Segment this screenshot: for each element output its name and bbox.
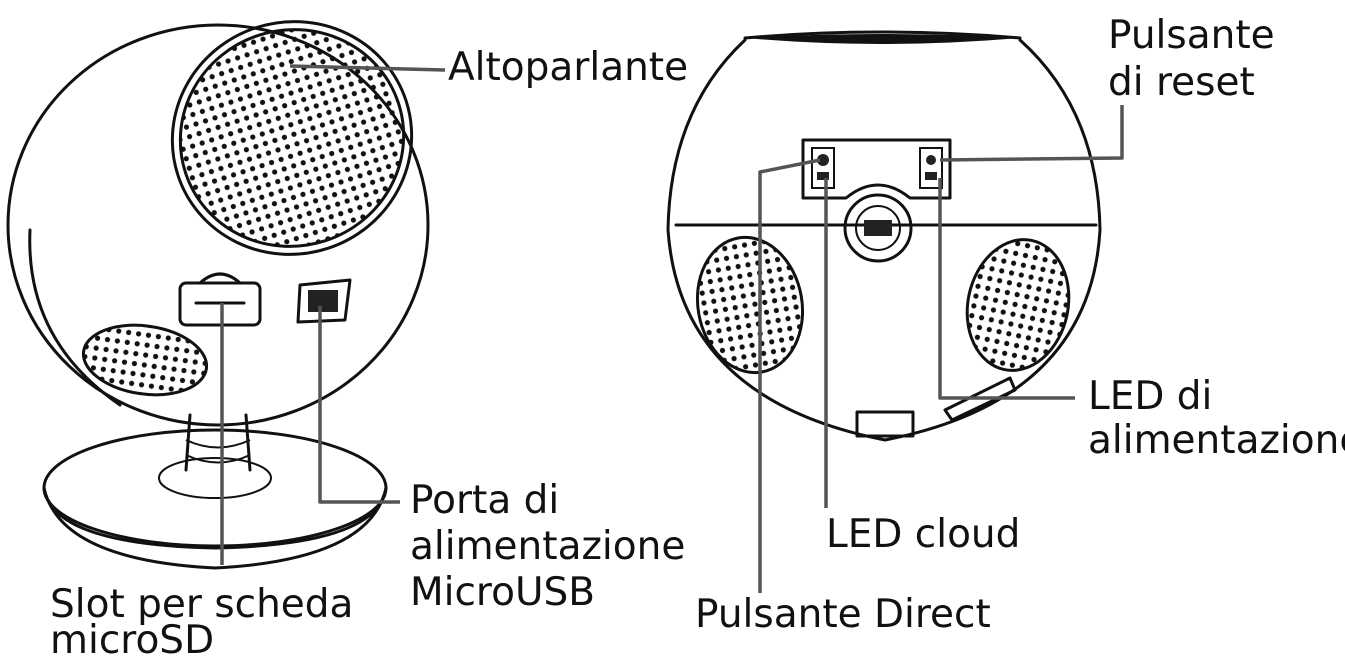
label-porta-1: Porta di [410, 478, 560, 523]
callout-direct-line [758, 158, 821, 593]
camera-front-view [6, 20, 430, 570]
rear-grille-right [965, 238, 1071, 372]
label-led-alim-1: LED di [1088, 374, 1213, 419]
label-reset-1: Pulsante [1108, 13, 1275, 58]
label-altoparlante: Altoparlante [448, 45, 689, 90]
camera-sphere [6, 23, 430, 427]
callout-reset-line [939, 105, 1124, 162]
side-grille [81, 323, 209, 397]
mount-knob [843, 193, 913, 263]
microsd-slot [178, 272, 262, 327]
label-led-cloud: LED cloud [826, 512, 1021, 557]
camera-base [42, 428, 388, 570]
label-slot-microsd-2: microSD [50, 618, 215, 663]
label-pulsante-direct: Pulsante Direct [695, 592, 991, 637]
label-porta-3: MicroUSB [410, 570, 596, 615]
bottom-tab [855, 410, 915, 438]
microusb-port [296, 278, 352, 324]
callout-altoparlante-line [289, 64, 446, 72]
label-porta-2: alimentazione [410, 524, 686, 569]
rear-grille-left [695, 235, 805, 375]
label-led-alim-2: alimentazione [1088, 418, 1345, 463]
power-led-housing [943, 376, 1017, 422]
rear-button-panel [801, 138, 952, 200]
label-reset-2: di reset [1108, 60, 1255, 105]
camera-rear-view [666, 30, 1102, 442]
callout-porta-line [318, 306, 400, 504]
callout-led-alim-line [938, 178, 1075, 400]
label-slot-microsd-1: Slot per scheda [50, 582, 354, 627]
speaker-grille [170, 20, 414, 256]
